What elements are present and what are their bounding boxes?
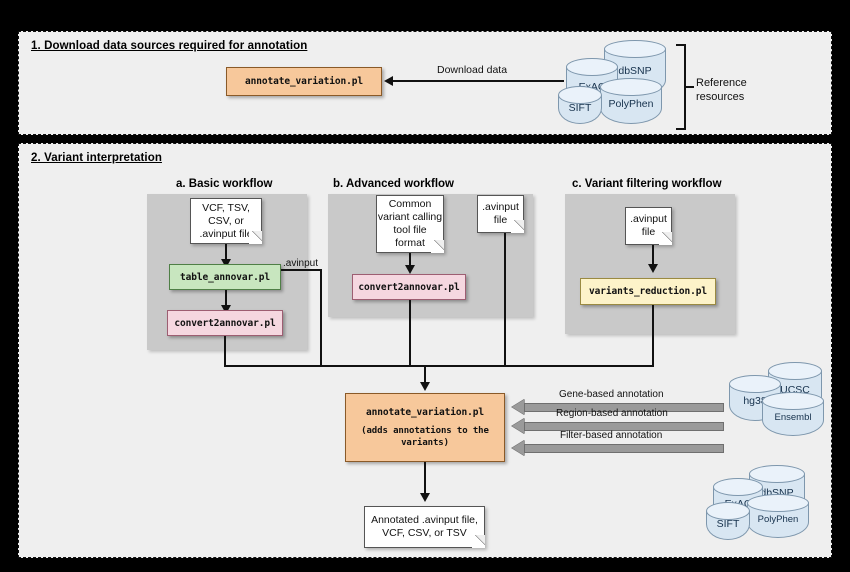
workflow-b-title: b. Advanced workflow [333,178,454,190]
workflow-a-input-note: VCF, TSV, CSV, or .avinput file [190,198,262,244]
section-1-panel [18,31,832,135]
download-data-arrowhead [384,76,393,86]
convert2annovar-box-b[interactable]: convert2annovar.pl [352,274,466,300]
database-sift-2: SIFT [706,502,750,540]
note-fold-icon [659,232,672,245]
output-note-text: Annotated .avinput file, VCF, CSV, or TS… [371,514,478,539]
convert2annovar-box-a[interactable]: convert2annovar.pl [167,310,283,336]
wf-c-line-1 [652,245,654,267]
wf-c-arrow-1 [648,264,658,273]
workflow-a-title: a. Basic workflow [176,178,273,190]
reference-resources-line2: resources [696,91,745,103]
wf-a-arrow-1 [221,259,231,268]
avinput-edge-v [320,269,322,367]
table-annovar-label: table_annovar.pl [180,271,270,283]
database-ensembl: Ensembl [762,392,824,436]
reference-resources-line1: Reference [696,77,747,89]
database-polyphen-label: PolyPhen [608,98,654,110]
table-annovar-box[interactable]: table_annovar.pl [169,264,281,290]
annotate-variation-box-center[interactable]: annotate_variation.pl (adds annotations … [345,393,505,462]
database-polyphen: PolyPhen [600,78,662,124]
filter-annotation-arrow[interactable] [524,444,724,453]
output-line [424,462,426,495]
database-sift-label: SIFT [568,102,592,114]
download-data-label: Download data [437,64,508,76]
reference-bracket-tick [686,86,694,88]
download-data-line [392,80,564,82]
wf-b-out-line [409,300,411,367]
note-fold-icon [472,535,485,548]
workflow-b-input-note: Common variant calling tool file format [376,195,444,253]
wf-a-arrow-2 [221,305,231,314]
section-1-title: 1. Download data sources required for an… [31,40,308,52]
database-sift: SIFT [558,86,602,124]
gene-annotation-label: Gene-based annotation [559,389,664,400]
gene-annotation-arrow[interactable] [524,403,724,412]
workflow-c-title: c. Variant filtering workflow [572,178,722,190]
center-feed-arrow [420,382,430,391]
filter-annotation-arrowhead [512,440,525,456]
wf-b-arrow-1 [405,265,415,274]
wf-a-line-2 [225,290,227,308]
note-fold-icon [431,240,444,253]
region-annotation-label: Region-based annotation [556,408,668,419]
wf-c-out-line [652,305,654,367]
output-note: Annotated .avinput file, VCF, CSV, or TS… [364,506,485,548]
database-polyphen-2: PolyPhen [747,494,809,538]
note-fold-icon [511,220,524,233]
gene-annotation-arrowhead [512,399,525,415]
workflow-b-input-text: Common variant calling tool file format [377,198,443,249]
annotate-variation-subtitle: (adds annotations to the variants) [361,425,489,448]
wf-a-out-line [224,336,226,367]
region-annotation-arrowhead [512,418,525,434]
wf-b-line-1 [409,253,411,268]
wf-a-line-1 [225,244,227,262]
variants-reduction-box[interactable]: variants_reduction.pl [580,278,716,305]
wf-b-avinput-line [504,233,506,367]
database-hg38-label: hg38 [743,395,767,407]
convert2annovar-label-a: convert2annovar.pl [174,317,276,329]
database-ensembl-label: Ensembl [774,411,812,423]
workflow-bus-line [224,365,654,367]
annotate-variation-label-top: annotate_variation.pl [244,76,363,87]
variants-reduction-label: variants_reduction.pl [588,286,707,297]
note-fold-icon [249,231,262,244]
filter-annotation-label: Filter-based annotation [560,430,663,441]
annotate-variation-box-top[interactable]: annotate_variation.pl [226,67,382,96]
section-2-title: 2. Variant interpretation [31,152,162,164]
database-sift-2-label: SIFT [716,518,740,530]
database-polyphen-2-label: PolyPhen [757,513,799,525]
workflow-c-input-text: .avinput file [630,213,667,238]
workflow-b-avinput-note: .avinput file [477,195,524,233]
avinput-edge-h [281,269,322,271]
workflow-c-input-note: .avinput file [625,207,672,245]
output-arrow [420,493,430,502]
avinput-edge-label: .avinput [283,258,319,269]
convert2annovar-label-b: convert2annovar.pl [358,281,460,293]
annotate-variation-label-center: annotate_variation.pl [365,406,484,418]
database-dbsnp-label: dbSNP [618,65,652,77]
region-annotation-arrow[interactable] [524,422,724,431]
workflow-b-avinput-text: .avinput file [482,201,519,226]
workflow-a-input-text: VCF, TSV, CSV, or .avinput file [199,201,253,240]
reference-resources-label: Reference resources [696,76,747,104]
center-feed-line [424,365,426,384]
reference-bracket [676,44,686,130]
